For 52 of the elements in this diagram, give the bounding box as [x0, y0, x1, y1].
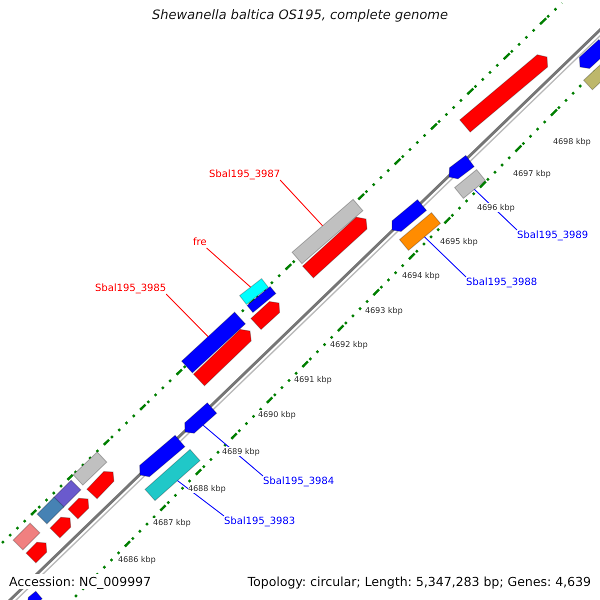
- gene-bar: [192, 328, 252, 386]
- accession-label: Accession: NC_009997: [9, 574, 152, 589]
- position-label: 4692 kbp: [330, 340, 368, 349]
- position-label: 4695 kbp: [440, 237, 478, 246]
- gene-label: Sbal195_3988: [466, 277, 538, 288]
- position-label: 4693 kbp: [365, 306, 403, 315]
- gene-bar: [86, 470, 114, 500]
- gene-bar: [459, 54, 548, 133]
- genome-summary: Topology: circular; Length: 5,347,283 bp; Genes: 4,639: [248, 574, 591, 589]
- gene-bar: [180, 311, 246, 374]
- position-label: 4698 kbp: [553, 137, 591, 146]
- position-label: 4686 kbp: [118, 555, 156, 564]
- gene-label: Sbal195_3983: [224, 516, 296, 527]
- position-label: 4690 kbp: [258, 410, 296, 419]
- gene-label: Sbal195_3987: [209, 169, 280, 180]
- gene-label: Sbal195_3984: [263, 476, 334, 487]
- gene-bar: [25, 542, 48, 564]
- gene-bar: [582, 64, 600, 90]
- gene-bar: [139, 434, 186, 478]
- leader-line: [177, 480, 224, 516]
- gene-label: fre: [193, 237, 207, 248]
- position-label: 4696 kbp: [477, 203, 515, 212]
- leader-line: [166, 294, 209, 338]
- position-label: 4688 kbp: [188, 484, 226, 493]
- gene-bar: [250, 300, 280, 330]
- leader-line: [206, 248, 252, 288]
- gene-bar: [49, 516, 72, 539]
- gene-bar: [291, 198, 364, 264]
- gene-bar: [72, 451, 108, 486]
- gene-bar: [36, 496, 65, 525]
- gene-bar: [448, 154, 475, 180]
- gene-label: Sbal195_3989: [517, 230, 588, 241]
- position-label: 4687 kbp: [153, 518, 191, 527]
- gene-bar: [52, 479, 82, 509]
- leader-line: [424, 236, 466, 278]
- gene-bar: [398, 212, 442, 252]
- gene-bar: [246, 286, 277, 314]
- gene-bar: [578, 38, 600, 70]
- gene-bar: [392, 198, 428, 232]
- position-label: 4694 kbp: [402, 271, 440, 280]
- gene-bar: [67, 498, 90, 520]
- gene-bar: [184, 402, 218, 434]
- position-label: 4691 kbp: [294, 375, 332, 384]
- leader-line: [280, 180, 324, 226]
- gene-bar: [302, 216, 368, 279]
- gene-bar: [12, 522, 41, 551]
- diagram-title: Shewanella baltica OS195, complete genome: [151, 8, 449, 23]
- gene-bar: [238, 278, 270, 306]
- gene-label: Sbal195_3985: [95, 283, 166, 294]
- gene-bar: [454, 168, 486, 200]
- position-label: 4697 kbp: [513, 169, 551, 178]
- position-label: 4689 kbp: [222, 447, 260, 456]
